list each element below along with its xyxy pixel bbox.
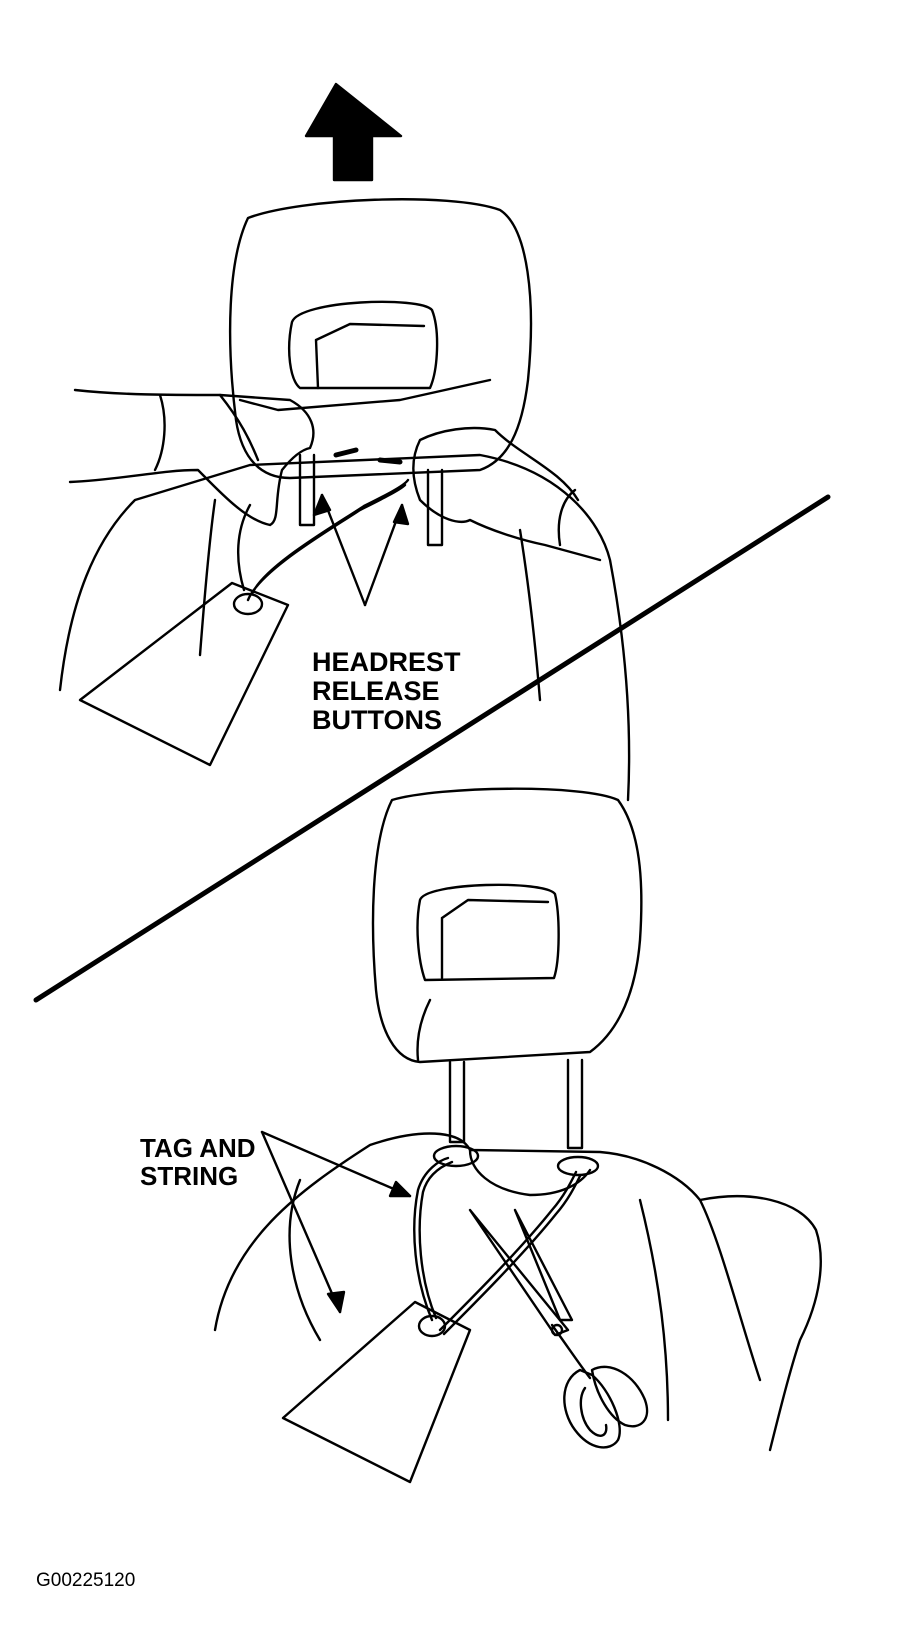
seatback-upper-seam-right bbox=[518, 528, 542, 702]
pointer-string-head bbox=[388, 1180, 412, 1198]
string-lower-right bbox=[438, 1170, 582, 1336]
tag-upper-hole bbox=[232, 592, 264, 616]
tag-lower bbox=[281, 1300, 472, 1484]
seat-side-bolster bbox=[698, 1195, 822, 1452]
lower-stem-left bbox=[448, 1060, 466, 1144]
headrest-upper bbox=[228, 198, 533, 480]
seatback-upper-seam bbox=[198, 498, 217, 657]
string-upper bbox=[246, 478, 410, 602]
headrest-lower bbox=[371, 787, 643, 1064]
tag-and-string-label: TAG AND STRING bbox=[140, 1134, 256, 1190]
seatback-lower bbox=[213, 1132, 762, 1382]
label-line: BUTTONS bbox=[312, 705, 443, 736]
left-hand bbox=[68, 388, 315, 527]
tag-upper bbox=[78, 581, 290, 767]
seat-lower-seam bbox=[638, 1198, 670, 1422]
stem-hole-left bbox=[432, 1144, 480, 1168]
stem-hole-right bbox=[556, 1155, 600, 1177]
right-hand bbox=[412, 426, 602, 562]
headrest-stem-left bbox=[298, 453, 316, 527]
headrest-upper-inner bbox=[238, 378, 492, 412]
stem-button-arrows bbox=[333, 447, 403, 465]
scissors-icon bbox=[468, 1208, 649, 1449]
left-hand-fingers bbox=[153, 393, 260, 472]
label-line: HEADREST bbox=[312, 647, 461, 677]
headrest-lower-handle-bevel bbox=[440, 898, 550, 980]
figure-code: G00225120 bbox=[36, 1570, 136, 1591]
seat-left-side bbox=[288, 1178, 322, 1342]
pointer-tag bbox=[260, 1130, 342, 1314]
pointer-string bbox=[260, 1130, 412, 1198]
right-hand-cuff bbox=[557, 488, 577, 547]
pointer-left bbox=[320, 493, 367, 607]
panel-divider bbox=[33, 494, 831, 1003]
string-upper-loop bbox=[236, 503, 252, 592]
headrest-lower-handle bbox=[416, 883, 560, 982]
headrest-upper-handle-bevel bbox=[314, 322, 426, 390]
headrest-release-buttons-label: HEADREST RELEASE BUTTONS bbox=[312, 647, 461, 736]
headrest-upper-handle bbox=[287, 300, 439, 390]
label-line: TAG AND bbox=[140, 1133, 256, 1163]
pull-up-arrow-icon bbox=[304, 82, 403, 182]
label-line: RELEASE bbox=[312, 676, 440, 707]
headrest-lower-seam bbox=[416, 998, 432, 1062]
string-lower-left bbox=[413, 1156, 454, 1322]
lower-stem-right bbox=[566, 1058, 584, 1150]
pointer-tag-head bbox=[326, 1290, 346, 1314]
label-line: STRING bbox=[140, 1161, 239, 1192]
pointer-left-head bbox=[312, 493, 332, 517]
pointer-right-head bbox=[392, 503, 410, 526]
seatback-upper bbox=[58, 453, 631, 802]
